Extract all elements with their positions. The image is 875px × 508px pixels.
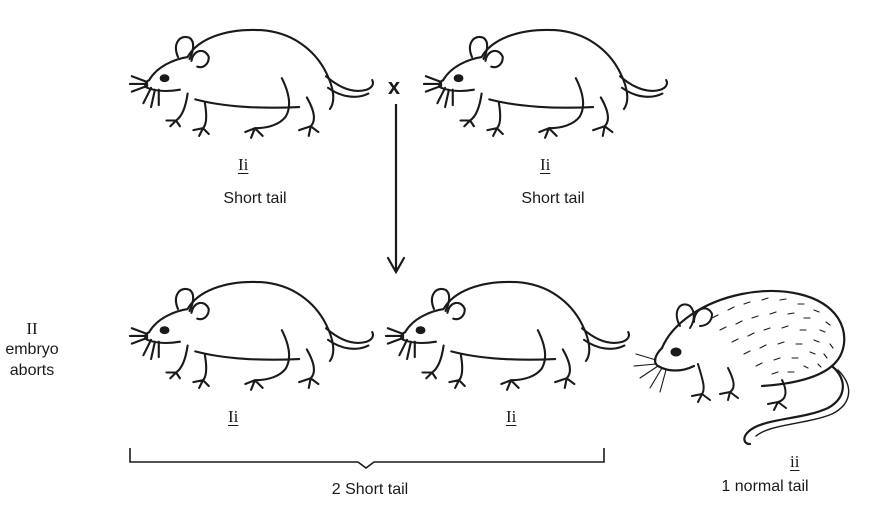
offspring-2-genotype: Ii <box>506 407 517 426</box>
offspring-normal-mouse <box>633 289 850 446</box>
cross-symbol: x <box>387 74 401 99</box>
lethal-offspring-label: II embryo aborts <box>0 318 64 381</box>
lethal-genotype: II <box>26 319 38 338</box>
lethal-phenotype-line1: embryo <box>5 341 59 358</box>
offspring-short-mouse-2 <box>384 280 631 391</box>
normal-genotype: ii <box>790 452 800 471</box>
normal-label: 1 normal tail <box>721 478 809 495</box>
cross-arrow <box>386 104 406 275</box>
parent-2-genotype: Ii <box>540 155 551 174</box>
parent-1-phenotype: Short tail <box>223 190 287 207</box>
offspring-1-genotype: Ii <box>228 407 239 426</box>
parent-2-phenotype: Short tail <box>521 190 585 207</box>
parent-mouse-1 <box>128 28 375 139</box>
parent-1-genotype: Ii <box>238 155 249 174</box>
offspring-bracket <box>129 448 605 469</box>
lethal-phenotype-line2: aborts <box>9 362 55 379</box>
parent-mouse-2 <box>422 28 669 139</box>
short-group-label: 2 Short tail <box>331 481 409 498</box>
offspring-short-mouse-1 <box>128 280 375 391</box>
